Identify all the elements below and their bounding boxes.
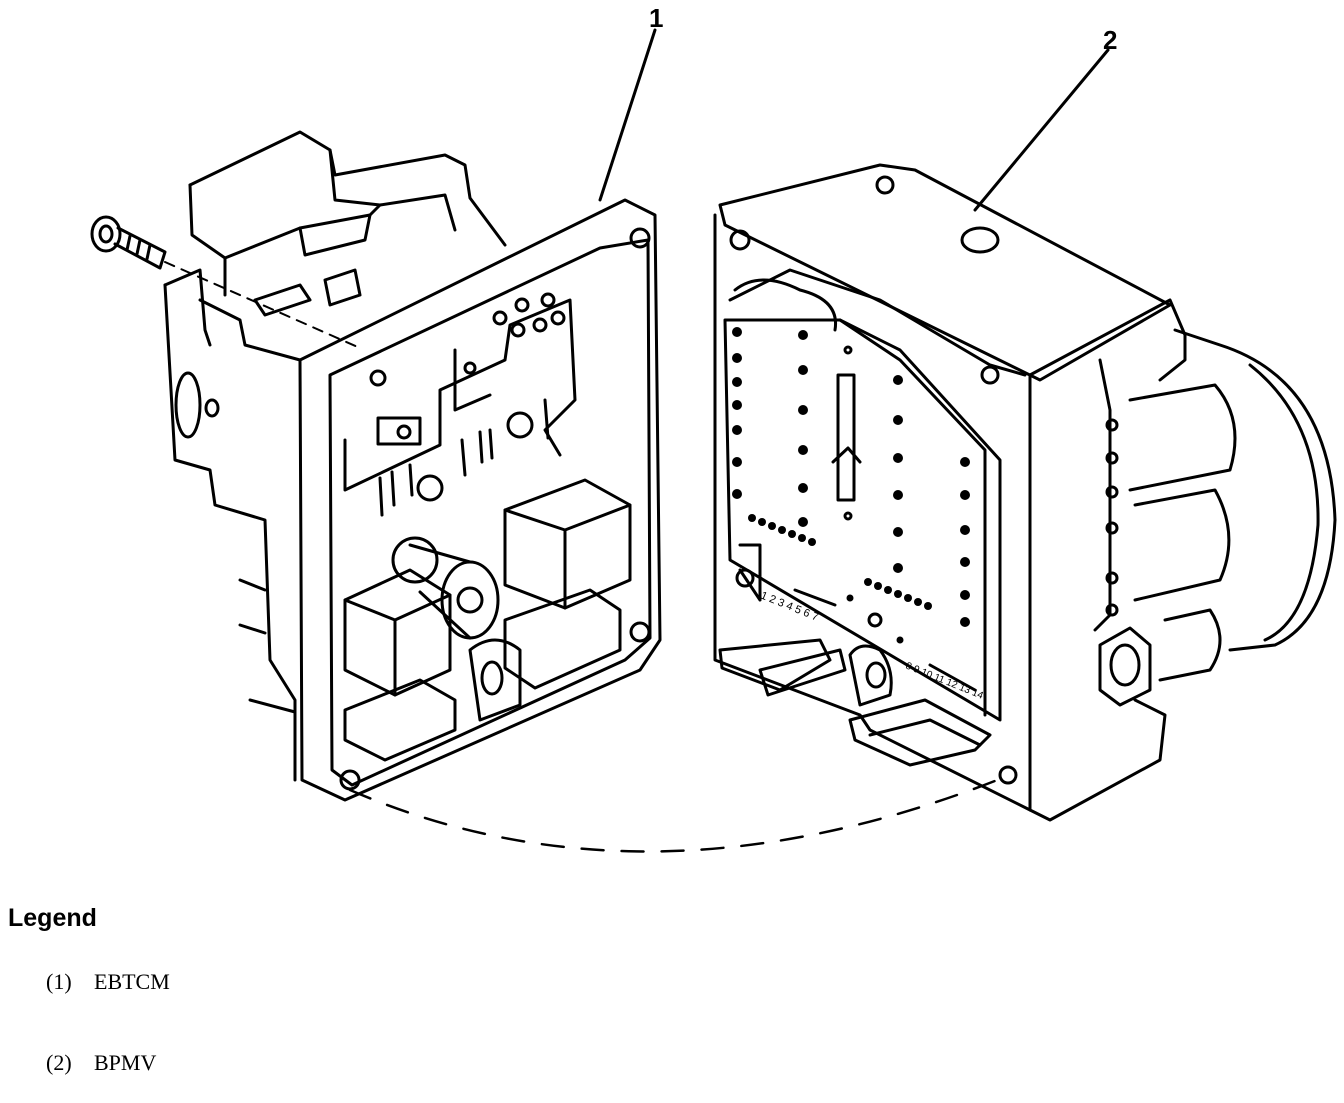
alignment-arc [348, 773, 1012, 853]
callout-2: 2 [1103, 25, 1117, 55]
legend-item-bpmv: (2) BPMV [8, 1022, 170, 1103]
pin-label-right: 8 9 10 11 12 13 14 [904, 661, 985, 702]
screw-axis-line [164, 261, 361, 349]
legend-item-label: EBTCM [94, 969, 170, 994]
board-pins [732, 327, 970, 627]
callout-2-leader [973, 48, 1110, 212]
legend-item-number: (2) [46, 1050, 72, 1075]
legend: Legend (1) EBTCM (2) BPMV [8, 904, 170, 1103]
ebtcm-module [163, 130, 662, 802]
callout-1-leader [598, 28, 657, 202]
legend-title: Legend [8, 904, 97, 932]
mounting-screw [90, 215, 167, 270]
legend-item-ebtcm: (1) EBTCM [8, 941, 170, 1022]
legend-item-number: (1) [46, 969, 72, 994]
callout-1: 1 [649, 3, 663, 33]
bpmv-module: 1 2 3 4 5 6 7 8 9 10 11 12 13 14 [713, 163, 1337, 822]
exploded-diagram: 1 2 3 4 5 6 7 8 9 10 11 12 13 14 1 2 [90, 3, 1337, 853]
legend-item-label: BPMV [94, 1050, 157, 1075]
